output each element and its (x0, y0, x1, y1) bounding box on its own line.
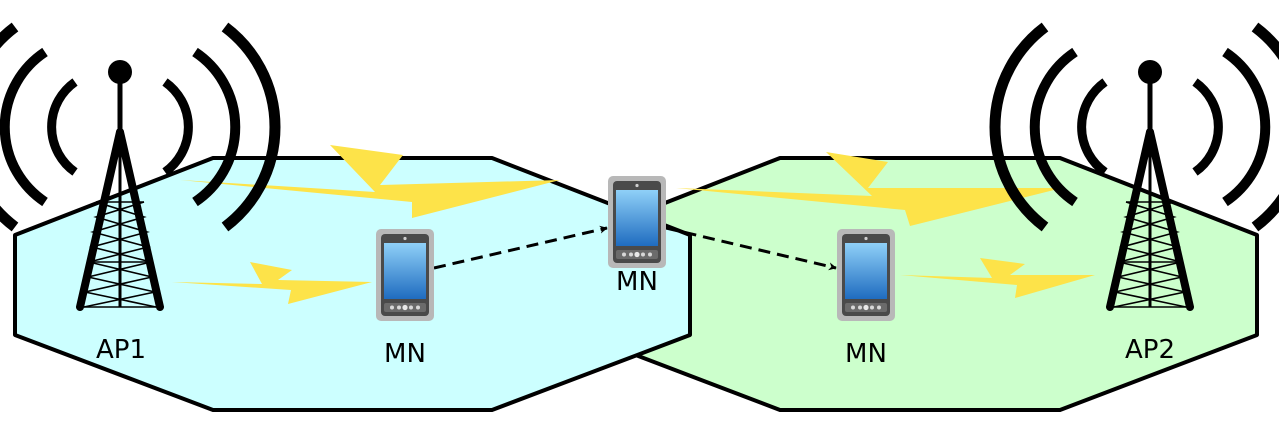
mn-label: MN (616, 267, 658, 297)
access-point-ap2: AP2 (995, 27, 1279, 365)
smartphone-icon (376, 229, 434, 321)
lightning-bolt-icon (172, 262, 372, 304)
wireless-link-bolts (172, 145, 1095, 304)
mobile-node-3: MN (837, 229, 895, 369)
mobile-node-1: MN (376, 229, 434, 369)
mobile-node-2: MN (608, 176, 666, 297)
movement-arrow-2 (665, 226, 837, 271)
ap1-label: AP1 (96, 335, 146, 365)
lightning-bolt-icon (180, 145, 560, 218)
ap2-label: AP2 (1125, 335, 1175, 365)
lightning-bolt-icon (676, 152, 1062, 226)
mn-label: MN (384, 339, 426, 369)
lightning-bolt-icon (900, 258, 1095, 298)
movement-arrow-1 (433, 225, 608, 270)
smartphone-icon (608, 176, 666, 268)
access-point-ap1: AP1 (0, 27, 275, 365)
smartphone-icon (837, 229, 895, 321)
mn-label: MN (845, 339, 887, 369)
